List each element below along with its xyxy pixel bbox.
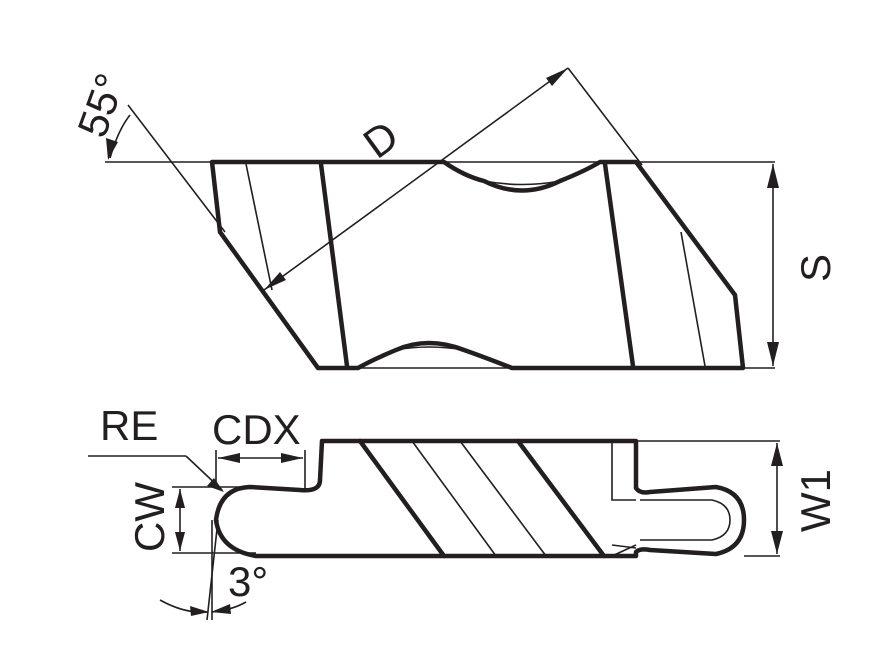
- cdx-arrow-right: [281, 453, 303, 463]
- top-view-outline: [209, 159, 746, 371]
- side-helix-thick-left: [357, 438, 447, 559]
- helix-line-right-thin-a: [680, 231, 706, 367]
- side-view: [88, 438, 783, 621]
- width-label: W1: [792, 469, 839, 532]
- relief-angle-label: 3°: [228, 558, 268, 605]
- cw-arrow-top: [175, 489, 185, 508]
- s-arrow-top: [767, 164, 779, 188]
- thickness-label: S: [792, 254, 839, 282]
- cw-arrow-bottom: [175, 532, 185, 551]
- diameter-label: D: [355, 111, 407, 167]
- d-arrow-upper: [546, 68, 568, 86]
- side-clamp-slot: [640, 499, 731, 541]
- helix-line-right-thick: [602, 161, 636, 369]
- d-arrow-lower: [264, 272, 286, 290]
- relief-line-angled: [206, 519, 219, 621]
- helix-line-left-thick: [318, 161, 350, 369]
- cutting-width-label: CW: [126, 482, 173, 552]
- d-dimension-line: [263, 67, 569, 291]
- side-helix-thick-right: [515, 438, 607, 559]
- angle-55-label: 55°: [68, 67, 134, 143]
- angle-arrow: [106, 138, 118, 160]
- relief-arrow-left: [190, 606, 209, 616]
- cdx-arrow-left: [218, 453, 240, 463]
- relief-arrow-right: [211, 604, 231, 614]
- bottom-notch-detail: [358, 346, 512, 369]
- corner-radius-label: RE: [100, 402, 158, 449]
- w1-arrow-bottom: [771, 531, 783, 554]
- top-view: [105, 67, 779, 371]
- top-notch-detail: [444, 161, 600, 186]
- re-arrow: [207, 478, 224, 492]
- s-arrow-bottom: [767, 342, 779, 366]
- helix-line-left-thin: [245, 163, 273, 291]
- angle-leg-line: [127, 104, 226, 233]
- side-clamp-detail: [611, 441, 637, 557]
- side-helix-thin-a: [411, 440, 497, 557]
- side-helix-thin-b: [459, 440, 547, 557]
- d-extension-right: [567, 67, 643, 166]
- cutting-depth-label: CDX: [212, 406, 301, 453]
- helix-line-right-thin-b: [635, 161, 736, 296]
- w1-arrow-top: [771, 443, 783, 466]
